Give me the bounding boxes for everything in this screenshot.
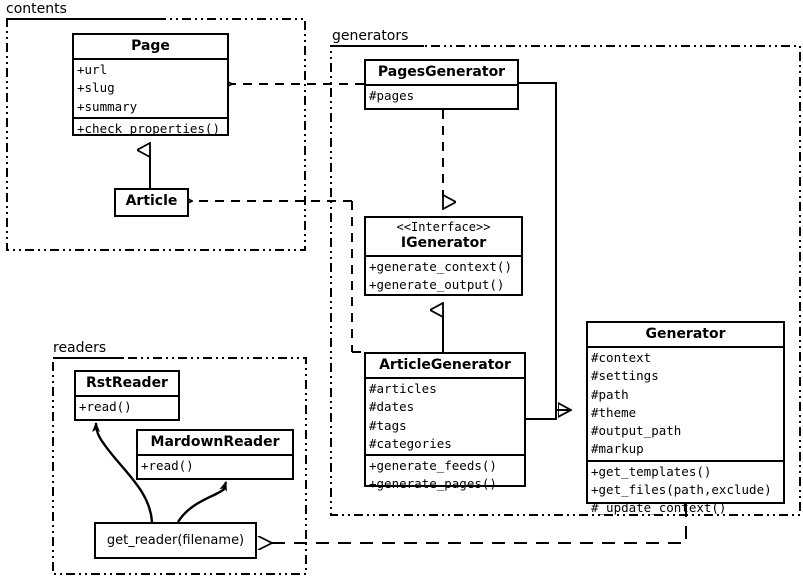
package-border-readers	[52, 357, 307, 575]
class-page-method: +check_properties()	[77, 120, 220, 136]
class-page-methods: +check_properties()	[74, 116, 227, 139]
class-mardown-reader-method: +read()	[141, 458, 194, 474]
class-generator-attribute: #settings	[591, 368, 659, 384]
class-generator[interactable]: Generator #context #settings #path #them…	[586, 321, 785, 515]
class-page-attributes: +url +slug +summary	[74, 58, 227, 117]
function-get-reader-label: get_reader(filename)	[106, 533, 245, 548]
class-article-generator-method: +generate_pages()	[369, 476, 497, 492]
class-article-generator-name: ArticleGenerator	[379, 357, 511, 373]
class-pages-generator-name: PagesGenerator	[377, 64, 506, 80]
class-igenerator-stereotype: <<Interface>>	[396, 220, 491, 234]
class-article-generator-methods: +generate_feeds() +generate_pages()	[366, 454, 524, 495]
class-mardown-reader[interactable]: MardownReader +read()	[136, 429, 294, 480]
class-rst-reader[interactable]: RstReader +read()	[74, 370, 180, 421]
class-generator-attribute: #context	[591, 350, 652, 366]
class-generator-attribute: #theme	[591, 404, 637, 420]
edge-articlegenerator-generalizes-generator	[526, 409, 571, 420]
class-page[interactable]: Page +url +slug +summary +check_properti…	[72, 33, 229, 136]
class-igenerator-method: +generate_context()	[369, 258, 512, 274]
class-pages-generator[interactable]: PagesGenerator #pages	[364, 59, 519, 110]
package-border-generators	[330, 45, 801, 516]
class-igenerator-methods: +generate_context() +generate_output()	[366, 254, 521, 296]
edge-pagesgenerator-generalizes-generator	[519, 82, 571, 410]
class-article-generator-attribute: #dates	[369, 399, 415, 415]
class-page-name: Page	[131, 38, 170, 54]
class-generator-name: Generator	[645, 326, 726, 342]
class-page-attribute: +url	[77, 62, 108, 78]
class-pages-generator-attributes: #pages	[366, 84, 517, 106]
package-border-contents	[6, 18, 306, 251]
class-rst-reader-method: +read()	[79, 399, 132, 415]
class-generator-methods: +get_templates() +get_files(path,exclude…	[588, 459, 783, 519]
package-label-contents: contents	[6, 1, 67, 17]
package-label-readers: readers	[53, 340, 107, 356]
class-generator-attribute: #markup	[591, 441, 644, 457]
class-rst-reader-methods: +read()	[76, 395, 178, 417]
edge-getreader-to-rstreader	[92, 422, 154, 523]
class-rst-reader-name: RstReader	[86, 375, 168, 391]
class-igenerator-name: IGenerator	[400, 234, 487, 251]
class-generator-method: +get_templates()	[591, 463, 712, 479]
class-generator-attribute: #output_path	[591, 423, 682, 439]
package-label-generators: generators	[332, 28, 409, 44]
class-article-generator-attribute: #categories	[369, 435, 452, 451]
class-igenerator[interactable]: <<Interface>> IGenerator +generate_conte…	[364, 216, 523, 296]
class-page-attribute: +slug	[77, 80, 115, 96]
edge-getreader-to-mardownreader	[176, 481, 228, 523]
class-article-generator-attributes: #articles #dates #tags #categories	[366, 377, 524, 454]
class-generator-method: #_update_context()	[591, 500, 727, 516]
class-article-generator-method: +generate_feeds()	[369, 458, 497, 474]
class-generator-method: +get_files(path,exclude)	[591, 481, 772, 497]
class-article-generator-attribute: #articles	[369, 381, 437, 397]
class-article-generator-attribute: #tags	[369, 417, 407, 433]
class-article-name: Article	[125, 193, 178, 209]
class-article[interactable]: Article	[114, 188, 189, 217]
class-mardown-reader-name: MardownReader	[150, 434, 280, 450]
class-igenerator-header: <<Interface>> IGenerator	[366, 218, 521, 255]
class-page-attribute: +summary	[77, 98, 138, 114]
class-article-generator[interactable]: ArticleGenerator #articles #dates #tags …	[364, 352, 526, 491]
function-get-reader[interactable]: get_reader(filename)	[94, 522, 257, 559]
edge-generator-depends-getreader	[272, 504, 687, 543]
class-mardown-reader-methods: +read()	[138, 454, 292, 476]
class-generator-attribute: #path	[591, 386, 629, 402]
class-igenerator-method: +generate_output()	[369, 277, 505, 293]
class-generator-attributes: #context #settings #path #theme #output_…	[588, 346, 783, 460]
class-pages-generator-attribute: #pages	[369, 88, 415, 104]
